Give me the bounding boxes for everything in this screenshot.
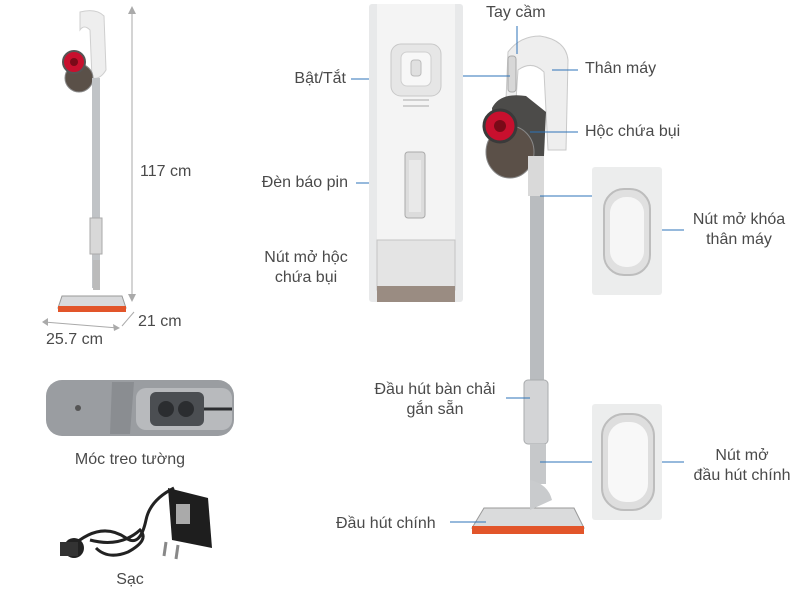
small-vacuum-image: [57, 10, 127, 312]
dust-bin-label: Hộc chứa bụi: [585, 123, 681, 140]
depth-dimension-line: [121, 311, 135, 327]
head-release-label: Nút mở đầu hút chính: [693, 447, 791, 484]
closeup-drawing: [376, 4, 456, 302]
charger-label: Sạc: [116, 571, 144, 588]
power-label: Bật/Tắt: [294, 70, 346, 87]
width-label: 25.7 cm: [46, 331, 103, 348]
wall-hook-image: [46, 380, 234, 436]
head-release-inset: [592, 404, 662, 520]
body-unlock-label: Nút mở khóa thân máy: [692, 211, 786, 248]
battery-light-label: Đèn báo pin: [261, 174, 348, 191]
closeup-panel: [369, 4, 463, 302]
large-vacuum-image: [471, 35, 585, 534]
brush-tool-label: Đầu hút bàn chải gắn sẵn: [374, 381, 496, 418]
width-dimension-line: [43, 321, 119, 329]
handle-label: Tay cầm: [486, 4, 546, 21]
depth-label: 21 cm: [138, 313, 182, 330]
wall-hook-label: Móc treo tường: [74, 451, 186, 468]
main-head-label: Đầu hút chính: [336, 515, 436, 532]
body-unlock-inset: [592, 167, 662, 295]
height-label: 117 cm: [140, 163, 192, 180]
head-release-drawing: [601, 413, 655, 511]
body-unlock-drawing: [603, 188, 651, 276]
dust-release-label: Nút mở hộc chứa bụi: [264, 249, 348, 286]
body-label: Thân máy: [585, 60, 657, 77]
charger-image: [60, 486, 212, 560]
